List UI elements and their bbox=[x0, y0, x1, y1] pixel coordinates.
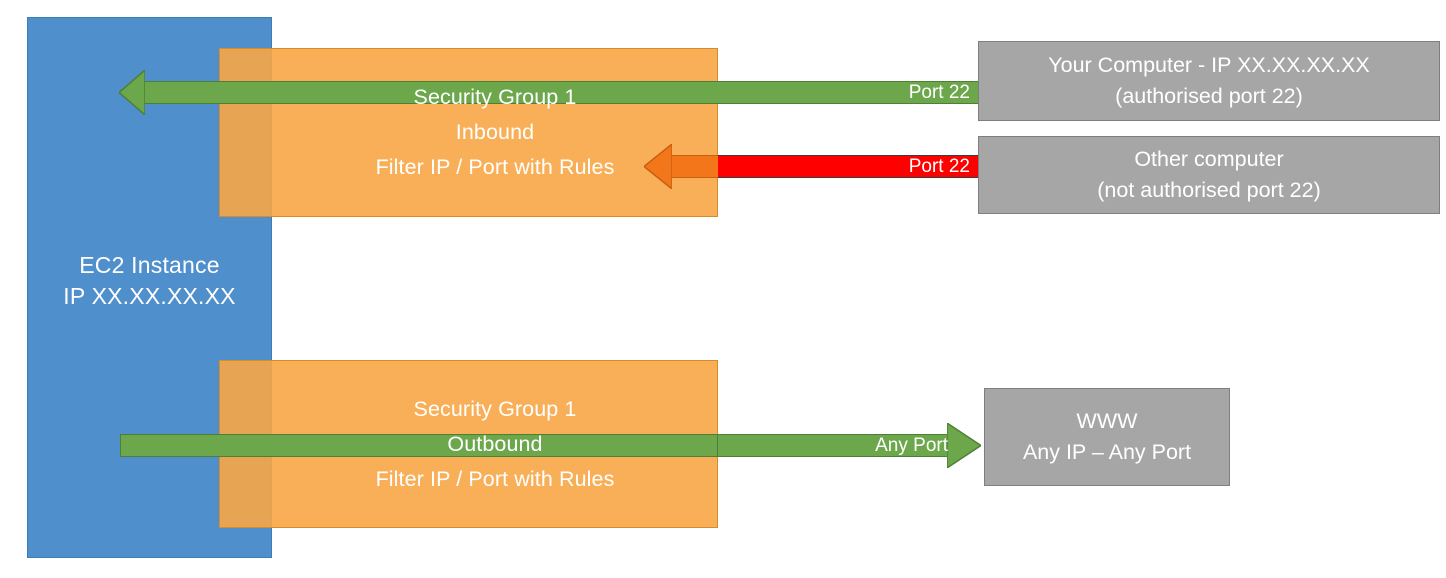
endpoint-your-computer-line1: Your Computer - IP XX.XX.XX.XX bbox=[1048, 53, 1370, 77]
security-group-inbound-box bbox=[219, 48, 718, 217]
allowed-inbound-port-label: Port 22 bbox=[908, 81, 970, 103]
allowed-inbound-port-band: Port 22 bbox=[718, 81, 978, 104]
endpoint-your-computer: Your Computer - IP XX.XX.XX.XX (authoris… bbox=[978, 41, 1440, 121]
blocked-inbound-arrowhead-icon bbox=[644, 144, 672, 189]
allowed-inbound-arrowhead-icon bbox=[119, 70, 145, 115]
blocked-inbound-port-label: Port 22 bbox=[908, 155, 970, 177]
allowed-outbound-arrowhead-icon bbox=[947, 423, 981, 468]
blocked-inbound-arrow-shaft bbox=[670, 155, 718, 178]
endpoint-www-line1: WWW bbox=[1076, 409, 1138, 433]
allowed-outbound-arrow-shaft bbox=[718, 434, 948, 457]
ec2-instance-label: EC2 Instance IP XX.XX.XX.XX bbox=[27, 250, 272, 312]
ec2-instance-ip: IP XX.XX.XX.XX bbox=[63, 283, 236, 309]
endpoint-other-computer: Other computer (not authorised port 22) bbox=[978, 136, 1440, 214]
endpoint-www: WWW Any IP – Any Port bbox=[984, 388, 1230, 486]
allowed-outbound-port-label: Any Port bbox=[875, 435, 948, 456]
endpoint-www-line2: Any IP – Any Port bbox=[1022, 440, 1192, 464]
endpoint-other-computer-line2: (not authorised port 22) bbox=[1097, 178, 1321, 202]
allowed-outbound-arrow-origin bbox=[120, 434, 718, 457]
blocked-inbound-port-band: Port 22 bbox=[718, 155, 978, 178]
endpoint-other-computer-line1: Other computer bbox=[1134, 147, 1284, 171]
allowed-inbound-arrow-shaft bbox=[144, 81, 718, 104]
ec2-instance-name: EC2 Instance bbox=[79, 252, 220, 278]
endpoint-your-computer-line2: (authorised port 22) bbox=[1115, 84, 1303, 108]
